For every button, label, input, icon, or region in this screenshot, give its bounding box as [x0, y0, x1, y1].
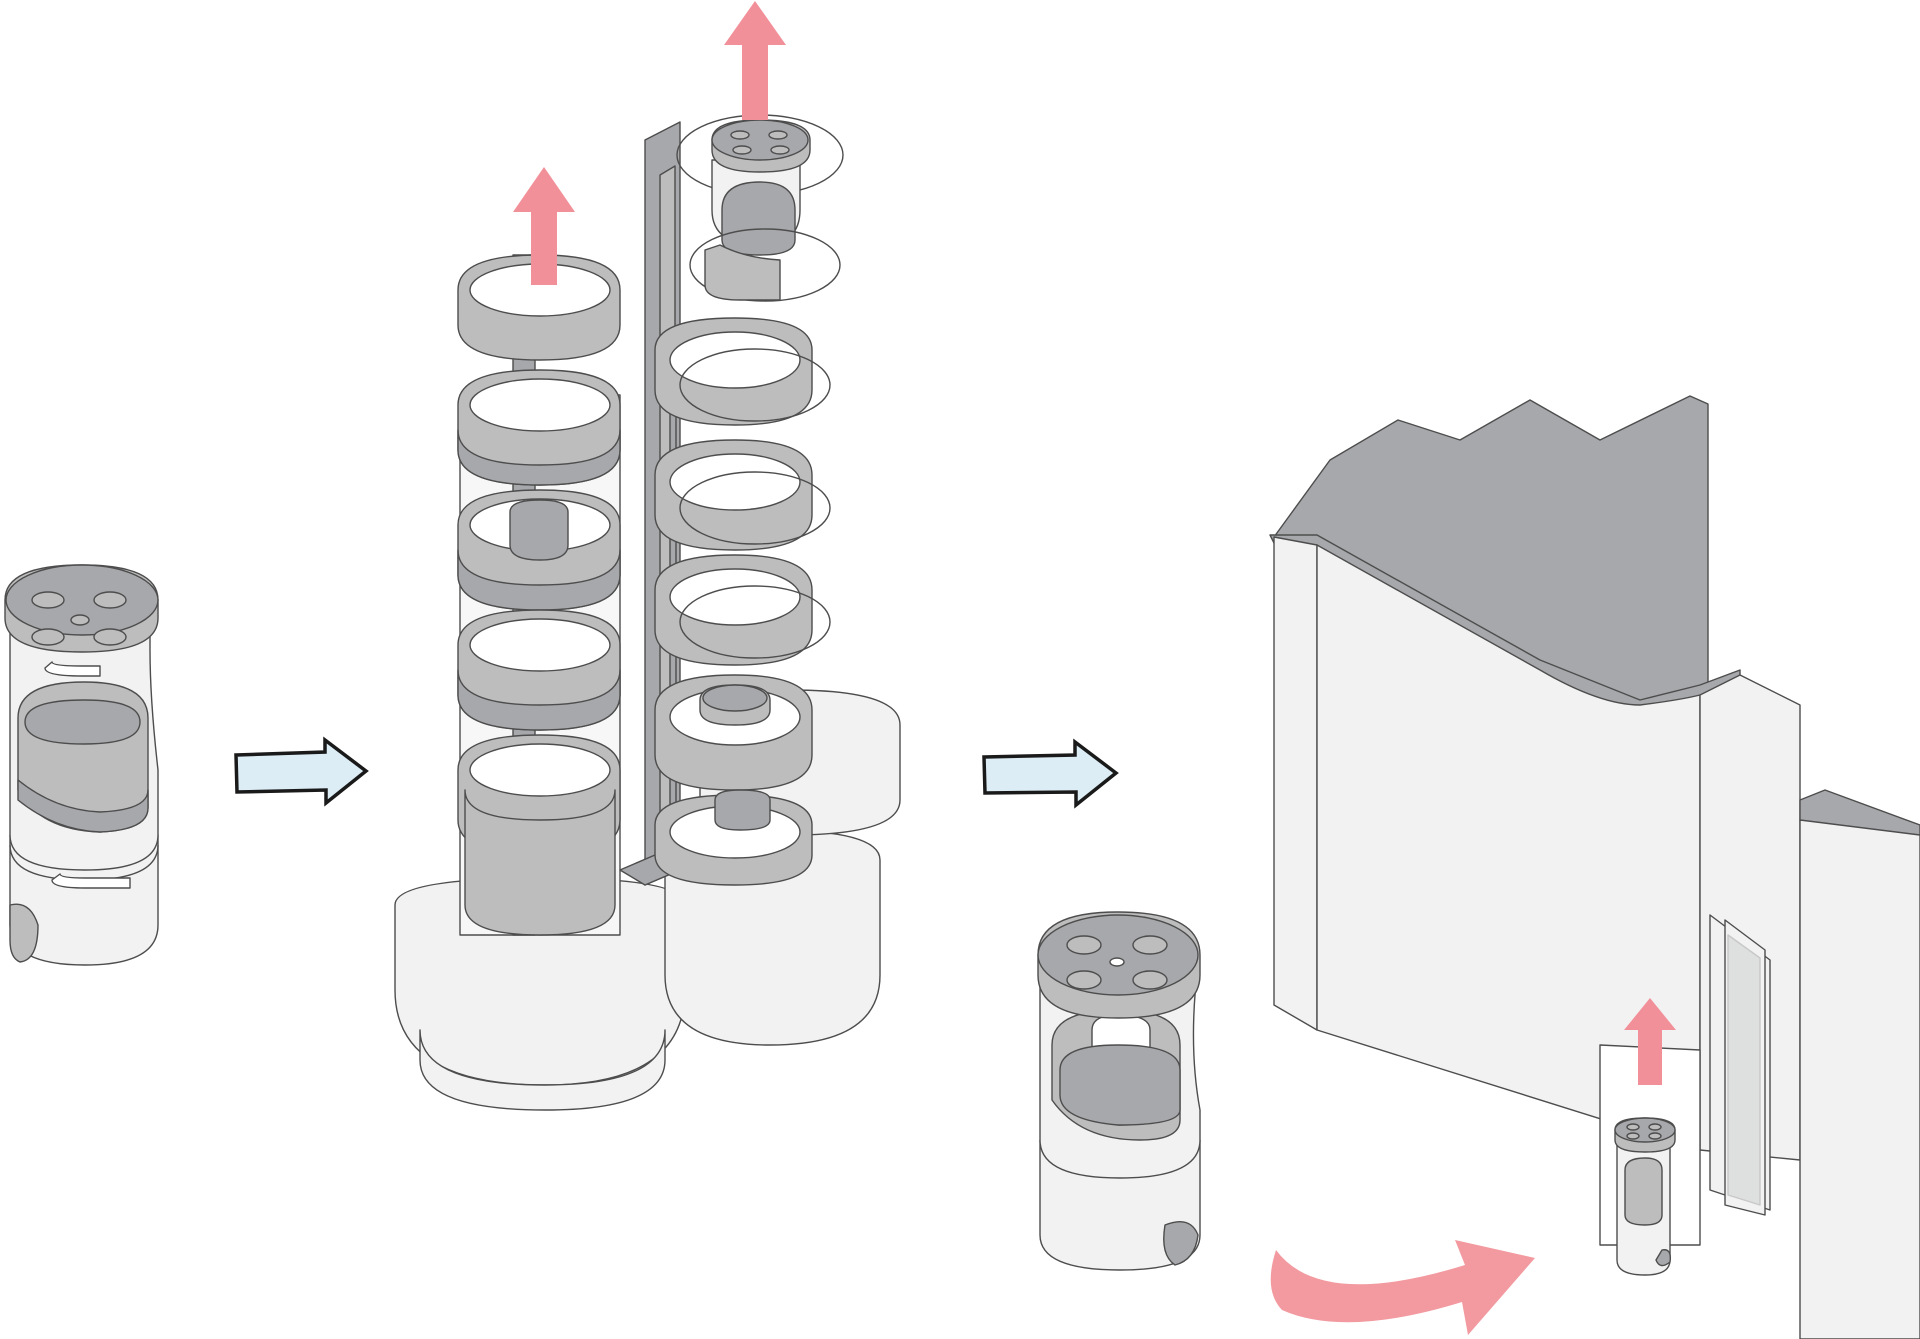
- stacked-tower-icon: [394, 114, 901, 1111]
- building-facade-icon: [1269, 395, 1920, 1339]
- capsule-small-icon: [1614, 1117, 1676, 1276]
- capsule-large-icon: [1037, 911, 1201, 1271]
- flow-arrow-2: [982, 738, 1119, 809]
- lift-arrow-tower-right: [724, 1, 786, 120]
- lift-arrow-tower-left: [513, 167, 575, 285]
- curved-transfer-arrow: [1270, 1240, 1535, 1335]
- lift-arrow-building: [1624, 998, 1676, 1085]
- capsule-module-icon: [4, 564, 159, 966]
- flow-arrow-1: [234, 736, 369, 807]
